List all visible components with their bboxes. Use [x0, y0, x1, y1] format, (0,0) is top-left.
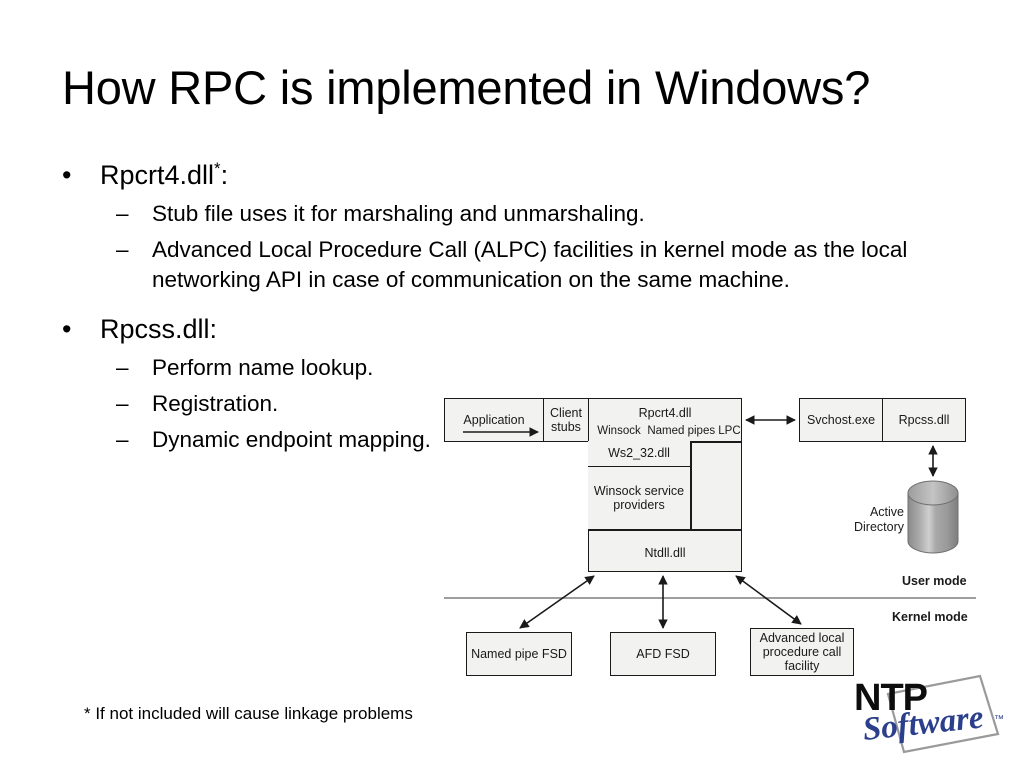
bullet-label: Rpcss.dll: — [100, 313, 218, 344]
diagram-box-ws2-32-label: Ws2_32.dll — [608, 446, 670, 461]
label-kernel-mode: Kernel mode — [892, 610, 968, 624]
logo-trademark-text: ™ — [994, 714, 1004, 725]
bullet-marker: • — [62, 313, 72, 344]
cylinder-icon — [907, 480, 959, 554]
diagram-box-rpcss: Rpcss.dll — [882, 398, 966, 442]
diagram-box-rpcrt4-label: Rpcrt4.dll — [588, 406, 742, 420]
winsock-text: Winsock — [597, 425, 641, 437]
footnote-marker: * — [214, 159, 221, 178]
sub-bullet-label: Dynamic endpoint mapping. — [152, 426, 431, 452]
bullet-suffix: : — [220, 160, 229, 190]
diagram-box-client-stubs-label: Client stubs — [550, 405, 582, 434]
diagram-box-alpc-facility-label: Advanced local procedure call facility — [759, 630, 845, 674]
dash-marker: – — [116, 426, 129, 452]
bullet-item-rpcss: • Rpcss.dll: — [48, 312, 978, 347]
footnote-text: * If not included will cause linkage pro… — [84, 704, 413, 723]
sub-bullet-label: Advanced Local Procedure Call (ALPC) fac… — [152, 237, 908, 293]
active-directory-cylinder — [906, 480, 960, 554]
sub-bullet-label: Perform name lookup. — [152, 354, 374, 380]
diagram-box-ntdll-text: Ntdll.dll — [644, 546, 686, 560]
sub-bullet-registration: –Registration. — [48, 389, 512, 419]
bullet-marker: • — [62, 160, 72, 190]
diagram-arrows — [463, 415, 938, 629]
diagram-label-winsock: Winsock — [590, 425, 648, 438]
sub-bullet-label: Stub file uses it for marshaling and unm… — [152, 201, 645, 227]
diagram-box-ntdll: Ntdll.dll — [588, 546, 742, 560]
logo-primary-text: NTP — [854, 677, 928, 719]
user-mode-text: User mode — [902, 574, 967, 588]
diagram-box-rpcss-label: Rpcss.dll — [898, 412, 950, 427]
sub-bullet-name-lookup: –Perform name lookup. — [48, 353, 512, 383]
diagram-box-named-pipe-fsd-label: Named pipe FSD — [471, 646, 567, 661]
diagram-box-afd-fsd: AFD FSD — [610, 632, 716, 676]
bullet-item-rpcrt4: • Rpcrt4.dll*: — [48, 158, 978, 193]
kernel-mode-text: Kernel mode — [892, 610, 968, 624]
sub-bullet-stub-file: –Stub file uses it for marshaling and un… — [48, 199, 978, 229]
named-pipes-lpc-text: Named pipes LPC — [647, 425, 741, 437]
rpc-architecture-diagram: Application Client stubs Rpcrt4.dll Wins… — [444, 378, 976, 690]
label-user-mode: User mode — [902, 574, 967, 588]
bullet-list: •Rpcrt4.dll*: –Stub file uses it for mar… — [48, 158, 978, 455]
diagram-box-svchost: Svchost.exe — [799, 398, 883, 442]
diagram-label-active-directory: Active Directory — [842, 505, 904, 535]
active-directory-text: Active Directory — [853, 505, 904, 534]
diagram-box-winsock-service-providers: Winsock service providers — [588, 466, 691, 530]
dash-marker: – — [116, 354, 129, 380]
page-title: How RPC is implemented in Windows? — [62, 61, 871, 114]
dash-marker: – — [116, 390, 129, 416]
bullet-group-spacer — [48, 296, 978, 312]
sub-bullet-endpoint-mapping: –Dynamic endpoint mapping. — [48, 425, 512, 455]
sub-bullet-alpc: –Advanced Local Procedure Call (ALPC) fa… — [48, 235, 978, 295]
bullet-label: Rpcrt4.dll — [100, 160, 215, 190]
diagram-box-winsock-service-providers-label: Winsock service providers — [593, 483, 685, 512]
ntp-software-logo: NTP Software ™ — [848, 672, 1016, 758]
diagram-box-application: Application — [444, 398, 544, 442]
diagram-rule-above-ntdll — [588, 529, 742, 531]
user-kernel-divider — [444, 597, 976, 599]
dash-marker: – — [116, 201, 129, 227]
diagram-box-alpc-facility: Advanced local procedure call facility — [750, 628, 854, 676]
logo-icon: NTP Software ™ — [854, 674, 1004, 754]
diagram-box-client-stubs: Client stubs — [543, 398, 589, 442]
sub-bullet-label: Registration. — [152, 390, 279, 416]
diagram-box-afd-fsd-label: AFD FSD — [636, 646, 690, 661]
diagram-box-named-pipe-fsd: Named pipe FSD — [466, 632, 572, 676]
dash-marker: – — [116, 237, 129, 263]
rpcrt4-text: Rpcrt4.dll — [638, 406, 692, 420]
diagram-box-svchost-label: Svchost.exe — [806, 412, 876, 427]
diagram-box-application-label: Application — [463, 412, 525, 427]
diagram-label-named-pipes-lpc: Named pipes LPC — [646, 425, 742, 438]
